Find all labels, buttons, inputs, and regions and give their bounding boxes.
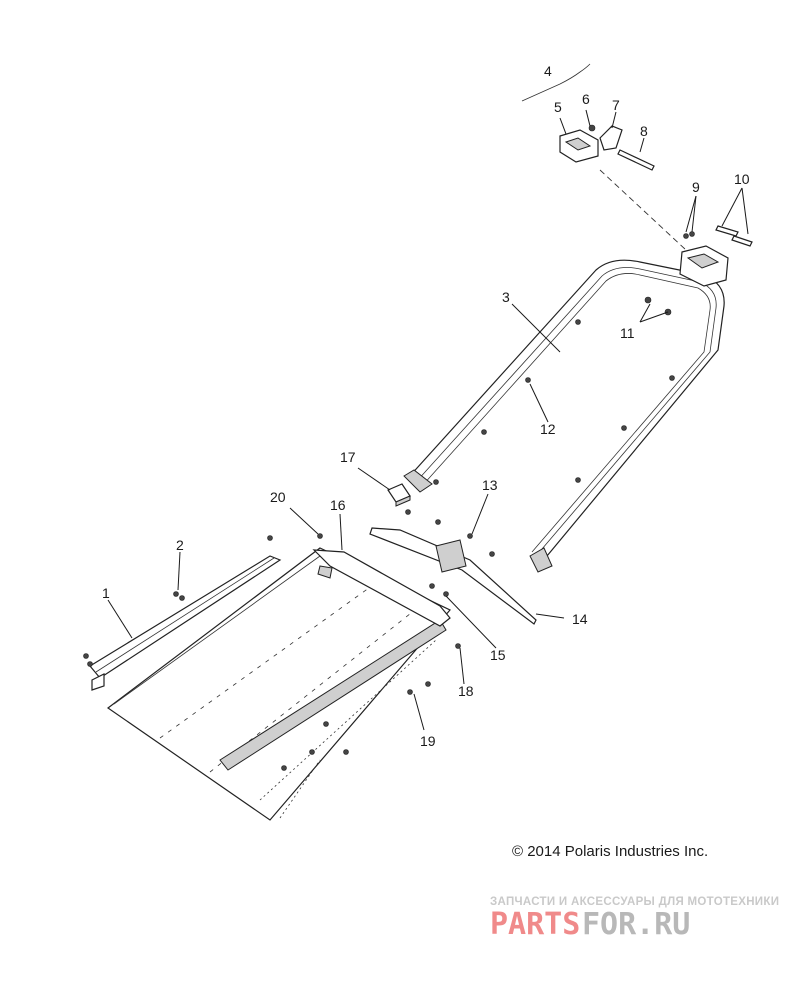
callout-5: 5 (554, 99, 562, 115)
callout-17: 17 (340, 449, 356, 465)
rail-frame-part (403, 259, 725, 573)
callout-labels: 1 2 3 4 5 6 7 8 9 10 11 12 14 13 15 16 1… (102, 63, 750, 749)
callout-6: 6 (582, 91, 590, 107)
callout-18: 18 (458, 683, 474, 699)
fasteners (83, 296, 675, 771)
copyright-notice: © 2014 Polaris Industries Inc. (512, 843, 709, 860)
callout-9: 9 (692, 179, 700, 195)
callout-10: 10 (734, 171, 750, 187)
watermark-logo-part2: FOR.RU (582, 907, 690, 940)
callout-19: 19 (420, 733, 436, 749)
watermark-tagline: ЗАПЧАСТИ И АКСЕССУАРЫ ДЛЯ МОТОТЕХНИКИ (490, 896, 780, 908)
callout-1: 1 (102, 585, 110, 601)
watermark-logo: PARTS FOR.RU (490, 907, 690, 940)
side-rail-part (89, 555, 282, 691)
block-part (387, 483, 411, 507)
callout-13: 13 (482, 477, 498, 493)
callout-7: 7 (612, 97, 620, 113)
leader-lines (107, 109, 749, 731)
callout-8: 8 (640, 123, 648, 139)
callout-3: 3 (502, 289, 510, 305)
callout-2: 2 (176, 537, 184, 553)
callout-20: 20 (270, 489, 286, 505)
callout-16: 16 (330, 497, 346, 513)
callout-4: 4 (544, 63, 552, 79)
watermark-logo-part1: PARTS (490, 907, 580, 940)
hinge-assembly-group (521, 63, 687, 251)
cross-member-part (312, 549, 451, 627)
callout-14: 14 (572, 611, 588, 627)
callout-15: 15 (490, 647, 506, 663)
callout-11: 11 (620, 325, 635, 341)
callout-12: 12 (540, 421, 556, 437)
hinge-mount (679, 225, 753, 287)
long-bracket-part (369, 527, 537, 625)
floor-panel (106, 547, 451, 821)
